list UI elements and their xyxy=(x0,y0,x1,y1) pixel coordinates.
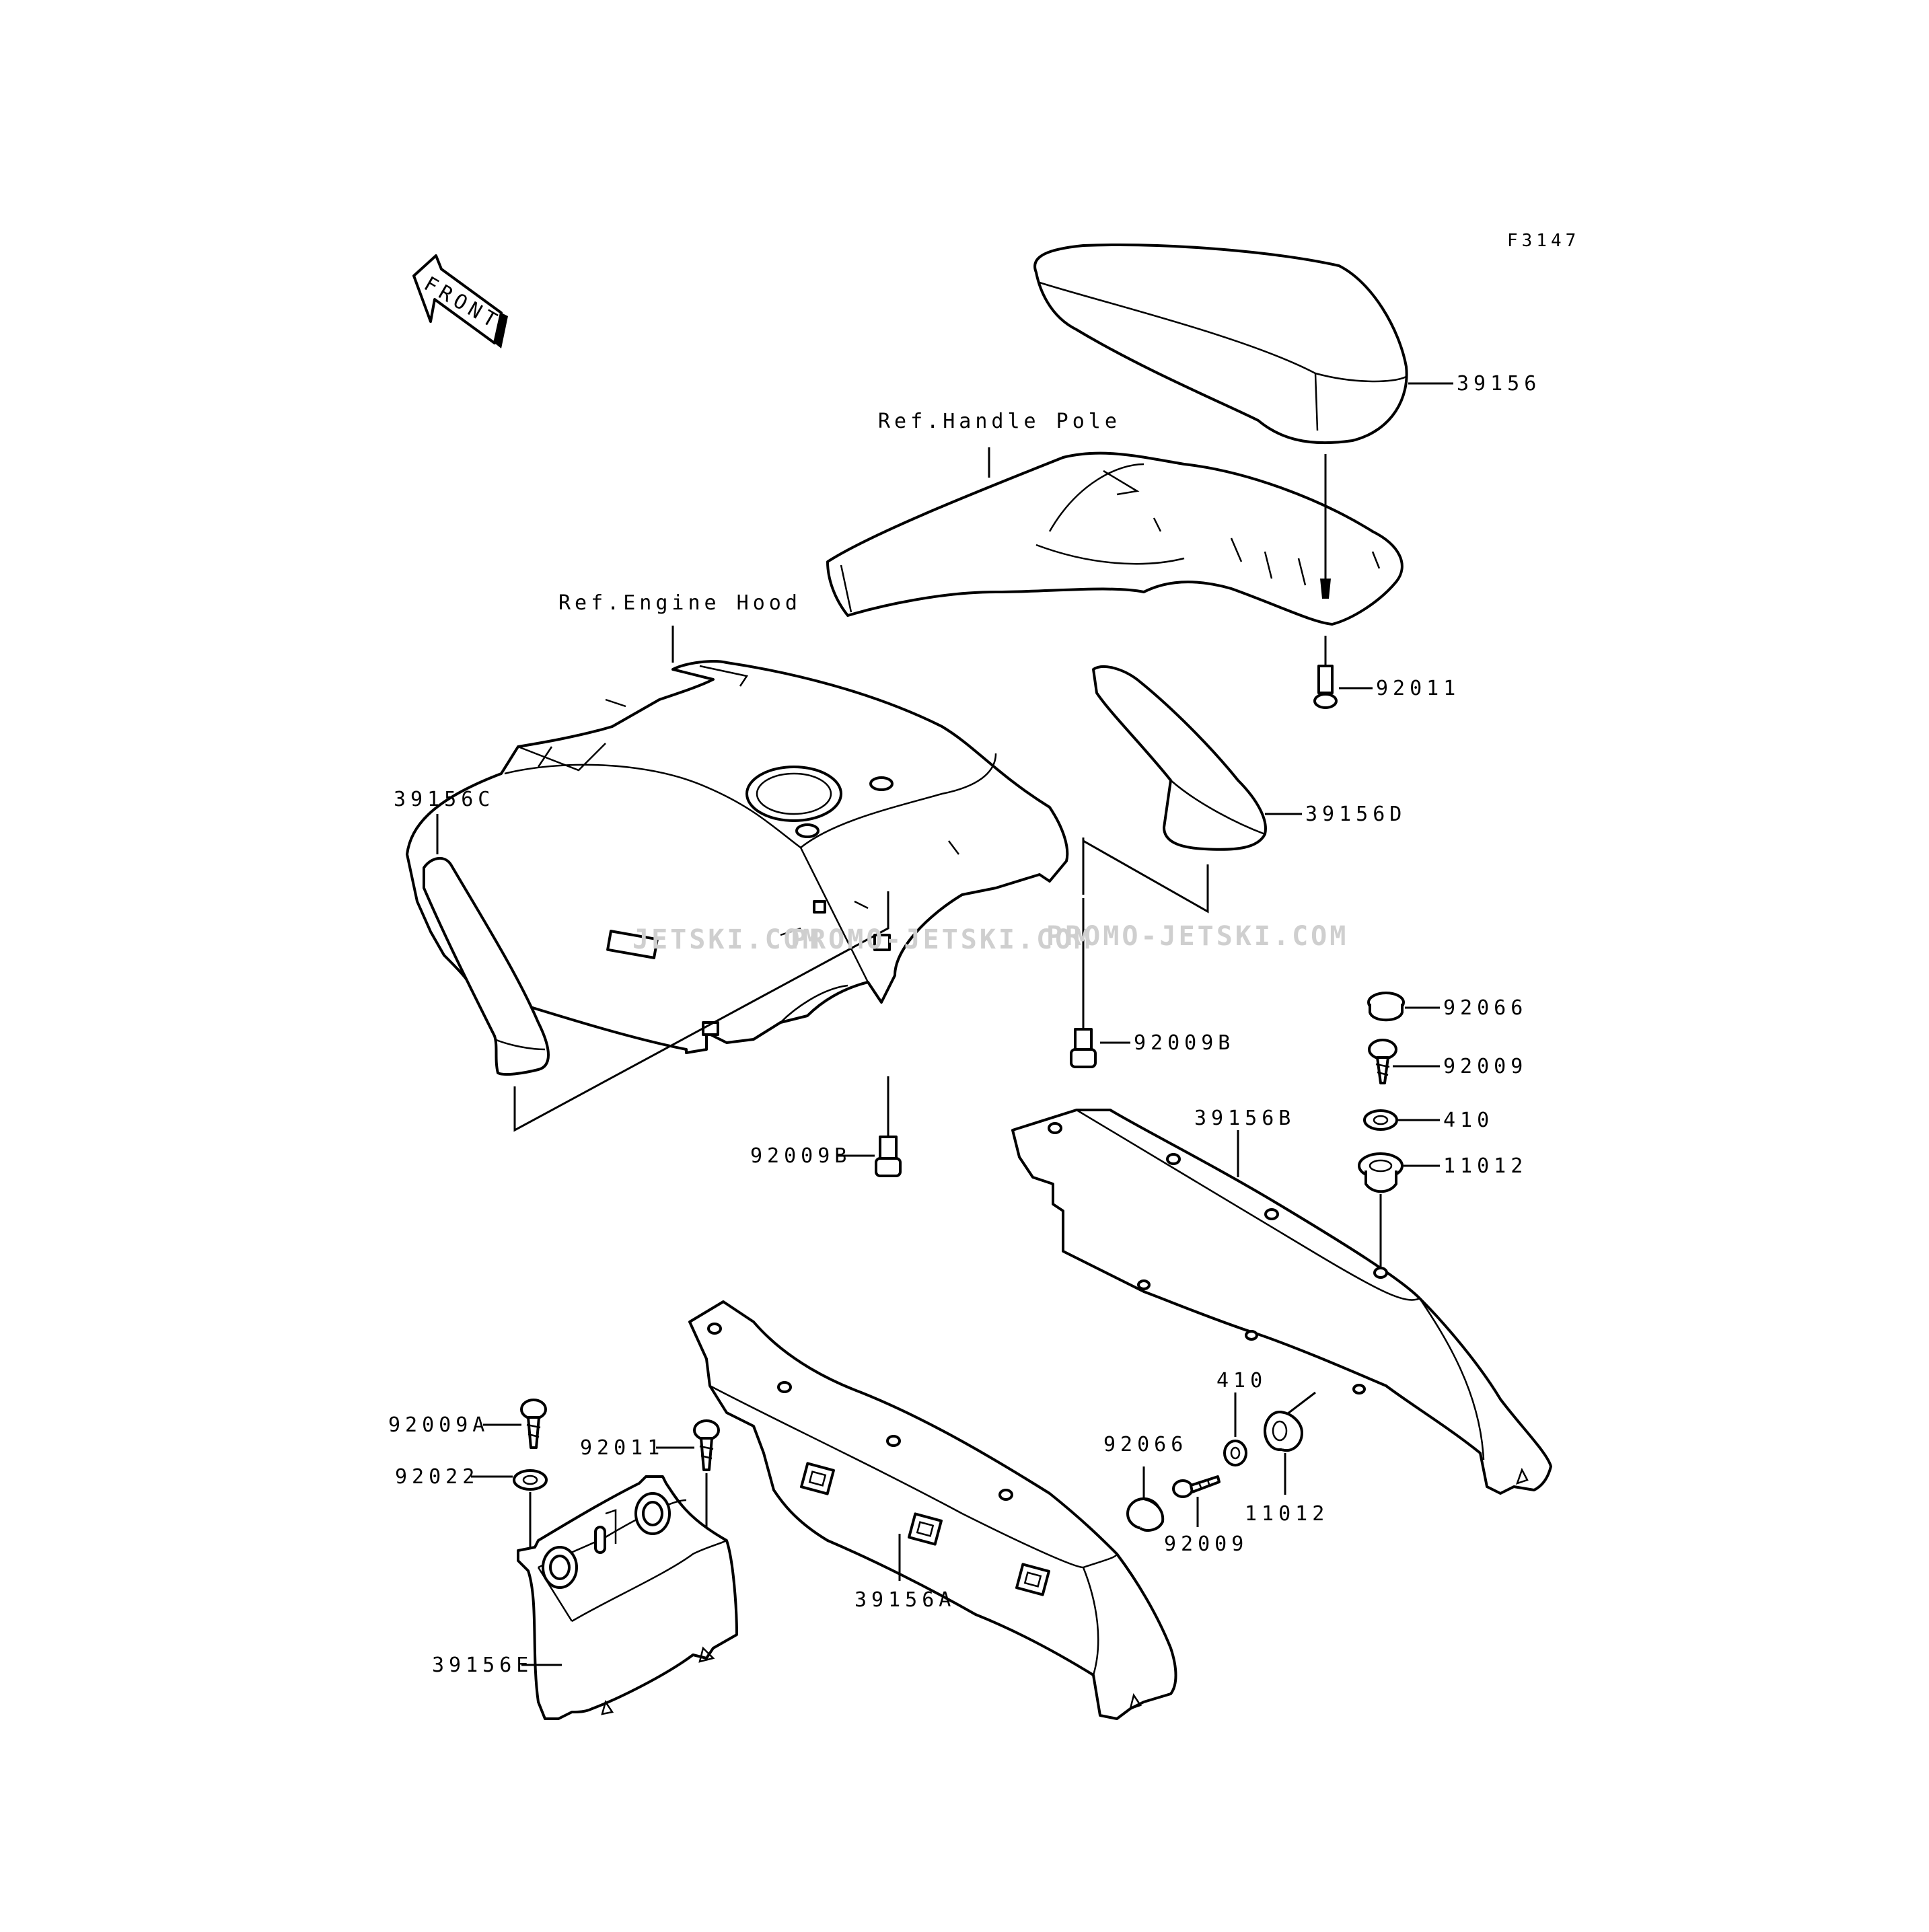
watermark-3: PROMO-JETSKI.COM xyxy=(1046,921,1348,952)
pad-39156C xyxy=(423,857,550,1076)
grommet-11012-top xyxy=(1358,1152,1404,1193)
seat-cushion-39156 xyxy=(1033,244,1408,445)
handle-pole-ref xyxy=(826,451,1404,626)
ref-handle-pole: Ref.Handle Pole xyxy=(878,410,1121,433)
screw-92009A xyxy=(520,1399,547,1449)
watermark-1: JETSKI.COM xyxy=(632,924,822,955)
label-92066-top: 92066 xyxy=(1443,996,1527,1020)
ref-engine-hood: Ref.Engine Hood xyxy=(558,591,801,615)
bolt-92009B-left xyxy=(875,1136,902,1177)
plug-92066-top xyxy=(1367,992,1405,1022)
label-92009B-right: 92009B xyxy=(1134,1031,1235,1055)
drawing-code: F3147 xyxy=(1507,231,1580,251)
label-410-bottom: 410 xyxy=(1216,1369,1267,1392)
label-92066-bottom: 92066 xyxy=(1103,1433,1188,1456)
label-39156E: 39156E xyxy=(432,1654,533,1677)
screw-92011-top xyxy=(1313,665,1338,709)
pad-39156D xyxy=(1092,665,1267,851)
label-39156A: 39156A xyxy=(854,1588,955,1612)
label-39156B: 39156B xyxy=(1194,1107,1295,1130)
side-cover-39156B xyxy=(1011,1109,1552,1495)
grommet-11012-bottom xyxy=(1264,1411,1303,1452)
label-92009A: 92009A xyxy=(388,1413,489,1437)
label-39156D: 39156D xyxy=(1305,803,1406,826)
label-92009-top: 92009 xyxy=(1443,1055,1527,1078)
cover-39156E xyxy=(517,1475,738,1720)
washer-410-bottom xyxy=(1223,1440,1247,1466)
washer-410-top xyxy=(1363,1109,1398,1131)
label-92011-top: 92011 xyxy=(1376,677,1460,700)
screw-92009-top xyxy=(1368,1039,1397,1084)
label-92009-bottom: 92009 xyxy=(1164,1532,1248,1556)
label-92011-bottom: 92011 xyxy=(580,1436,664,1460)
screw-92009-bottom xyxy=(1172,1475,1221,1498)
label-92022: 92022 xyxy=(395,1465,479,1489)
label-92009B-left: 92009B xyxy=(750,1144,851,1168)
label-11012-bottom: 11012 xyxy=(1245,1502,1329,1526)
label-11012-top: 11012 xyxy=(1443,1154,1527,1178)
plug-92066-bottom xyxy=(1126,1497,1165,1532)
label-39156C: 39156C xyxy=(394,788,495,811)
engine-hood-ref xyxy=(406,660,1069,1054)
bolt-92009B-right xyxy=(1070,1028,1097,1068)
label-410-top: 410 xyxy=(1443,1109,1494,1132)
screw-92011-bottom xyxy=(693,1419,720,1471)
side-cover-39156A xyxy=(688,1300,1177,1720)
label-39156: 39156 xyxy=(1457,372,1541,396)
washer-92022 xyxy=(513,1469,548,1491)
watermark-2: PROMO-JETSKI.COM xyxy=(791,924,1093,955)
front-arrow-icon: FRONT xyxy=(412,254,508,348)
